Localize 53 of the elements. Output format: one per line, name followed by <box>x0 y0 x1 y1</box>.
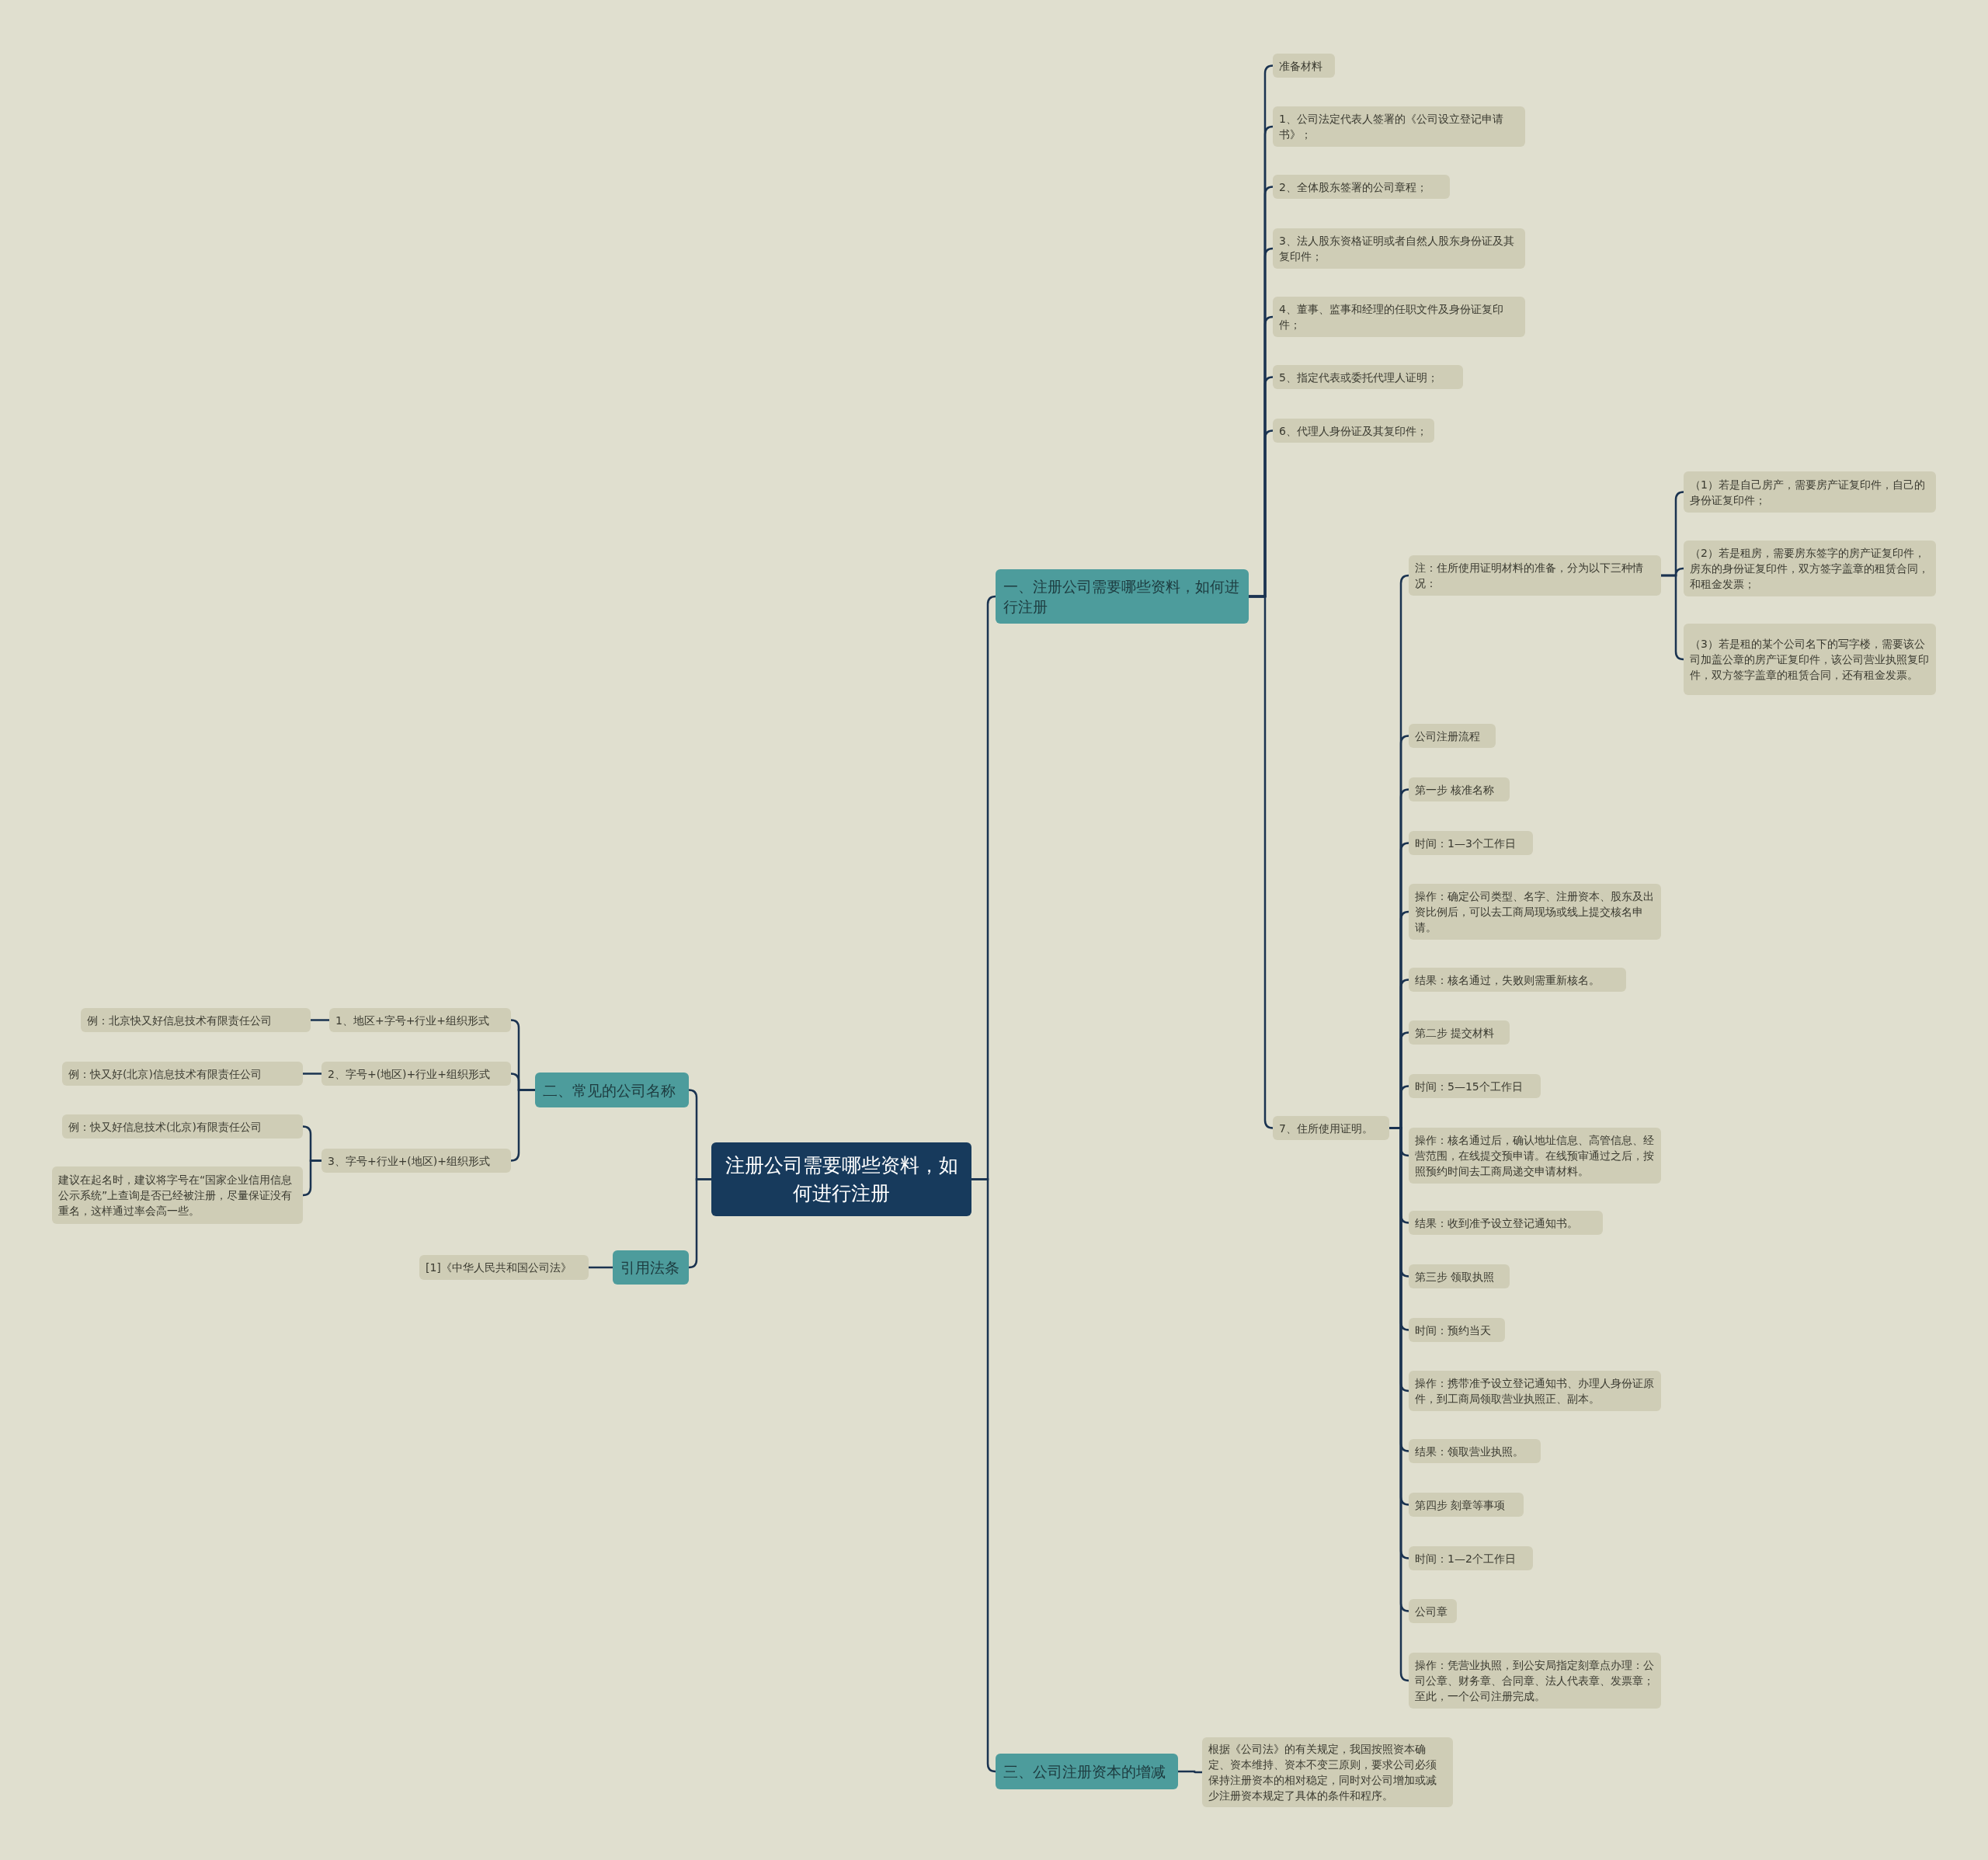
connector-line <box>1249 595 1274 1129</box>
leaf-topic-box: 公司章 <box>1409 1599 1457 1623</box>
leaf-topic-box: 2、全体股东签署的公司章程； <box>1273 175 1450 199</box>
leaf-topic-box: 第一步 核准名称 <box>1409 777 1510 801</box>
connector-line <box>311 1019 329 1021</box>
leaf-topic-box: 时间：预约当天 <box>1409 1318 1505 1342</box>
connector-line <box>589 1266 613 1269</box>
branch-topic-box: 一、注册公司需要哪些资料，如何进行注册 <box>996 569 1249 624</box>
leaf-topic-box: （3）若是租的某个公司名下的写字楼，需要该公司加盖公章的房产证复印件，该公司营业执照复印件，双方签字盖章的租赁合同，还有租金发票。 <box>1684 624 1936 695</box>
leaf-topic-box: 时间：1—3个工作日 <box>1409 831 1533 855</box>
leaf-topic-box: 3、法人股东资格证明或者自然人股东身份证及其复印件； <box>1273 228 1525 269</box>
leaf-topic-box: 结果：收到准予设立登记通知书。 <box>1409 1211 1603 1235</box>
root-topic-box: 注册公司需要哪些资料，如何进行注册 <box>711 1142 971 1216</box>
connector-line <box>303 1073 321 1075</box>
leaf-topic-box: 操作：核名通过后，确认地址信息、高管信息、经营范围，在线提交预申请。在线预审通过之后，按照预约时间去工商局递交申请材料。 <box>1409 1128 1661 1184</box>
leaf-topic-box: 根据《公司法》的有关规定，我国按照资本确定、资本维持、资本不变三原则，要求公司必须保持注册资本的相对稳定，同时对公司增加或减少注册资本规定了具体的条件和程序。 <box>1202 1737 1453 1807</box>
branch-topic-box: 二、常见的公司名称 <box>535 1073 689 1107</box>
leaf-topic-box: 第四步 刻章等事项 <box>1409 1493 1524 1517</box>
leaf-topic-box: 5、指定代表或委托代理人证明； <box>1273 365 1463 389</box>
connector-line <box>301 1159 321 1197</box>
leaf-topic-box: 2、字号+(地区)+行业+组织形式 <box>321 1062 511 1086</box>
leaf-topic-box: 操作：携带准予设立登记通知书、办理人身份证原件，到工商局领取营业执照正、副本。 <box>1409 1371 1661 1411</box>
leaf-topic-box: 注：住所使用证明材料的准备，分为以下三种情况： <box>1409 555 1661 596</box>
leaf-topic-box: （1）若是自己房产，需要房产证复印件，自己的身份证复印件； <box>1684 471 1936 513</box>
leaf-topic-box: 例：快又好(北京)信息技术有限责任公司 <box>62 1062 303 1086</box>
connector-line <box>1661 574 1685 661</box>
leaf-topic-box: 公司注册流程 <box>1409 724 1496 748</box>
connector-line <box>1178 1770 1202 1774</box>
leaf-topic-box: 第二步 提交材料 <box>1409 1020 1510 1045</box>
leaf-topic-box: 3、字号+行业+(地区)+组织形式 <box>321 1149 511 1173</box>
leaf-topic-box: 建议在起名时，建议将字号在“国家企业信用信息公示系统”上查询是否已经被注册，尽量保证没有重名，这样通过率会高一些。 <box>52 1166 303 1224</box>
leaf-topic-box: 6、代理人身份证及其复印件； <box>1273 419 1434 443</box>
leaf-topic-box: 1、公司法定代表人签署的《公司设立登记申请书》； <box>1273 106 1525 147</box>
connector-line <box>971 1178 997 1773</box>
leaf-topic-box: 时间：5—15个工作日 <box>1409 1074 1541 1098</box>
connector-line <box>687 1178 711 1269</box>
leaf-topic-box: 4、董事、监事和经理的任职文件及身份证复印件； <box>1273 297 1525 337</box>
leaf-topic-box: （2）若是租房，需要房东签字的房产证复印件，房东的身份证复印件，双方签字盖章的租赁合同，和租金发票； <box>1684 541 1936 596</box>
branch-topic-box: 三、公司注册资本的增减 <box>996 1754 1178 1789</box>
leaf-topic-box: 7、住所使用证明。 <box>1273 1116 1389 1140</box>
connector-line <box>509 1089 535 1162</box>
leaf-topic-box: 第三步 领取执照 <box>1409 1264 1510 1288</box>
leaf-topic-box: 1、地区+字号+行业+组织形式 <box>329 1008 511 1032</box>
leaf-topic-box: 结果：领取营业执照。 <box>1409 1439 1541 1463</box>
leaf-topic-box: 准备材料 <box>1273 54 1335 78</box>
leaf-topic-box: [1]《中华人民共和国公司法》 <box>419 1255 589 1280</box>
leaf-topic-box: 结果：核名通过，失败则需重新核名。 <box>1409 968 1626 992</box>
leaf-topic-box: 例：快又好信息技术(北京)有限责任公司 <box>62 1114 303 1139</box>
leaf-topic-box: 操作：凭营业执照，到公安局指定刻章点办理：公司公章、财务章、合同章、法人代表章、发票章；至此，一个公司注册完成。 <box>1409 1653 1661 1709</box>
leaf-topic-box: 时间：1—2个工作日 <box>1409 1546 1533 1570</box>
leaf-topic-box: 操作：确定公司类型、名字、注册资本、股东及出资比例后，可以去工商局现场或线上提交核名申请。 <box>1409 884 1661 940</box>
leaf-topic-box: 例：北京快又好信息技术有限责任公司 <box>81 1008 311 1032</box>
branch-topic-box: 引用法条 <box>613 1250 689 1285</box>
